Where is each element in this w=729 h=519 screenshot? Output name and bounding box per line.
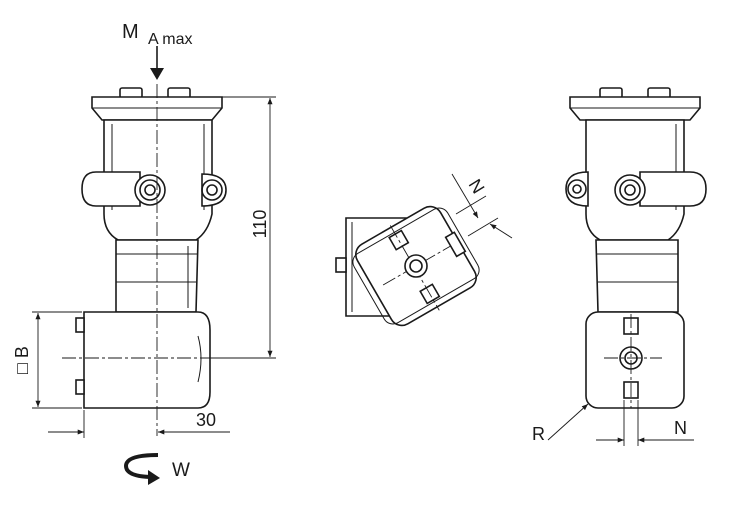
port-bore	[144, 184, 156, 196]
rotation-arrow-icon	[123, 453, 159, 479]
dim-n-label-rotated: N	[465, 176, 489, 198]
dim-b-label: □ B	[12, 346, 32, 374]
rotation-arrow-head	[148, 470, 160, 485]
side-port-left	[81, 171, 141, 207]
port-hex-inner	[619, 179, 641, 201]
rotated-block-outline	[352, 207, 480, 325]
centerline	[382, 245, 451, 286]
center-bore	[404, 254, 428, 278]
port-hex-inner	[201, 179, 223, 201]
port-bore	[572, 184, 582, 194]
side-port-right	[639, 171, 707, 207]
dim-line-n	[489, 223, 513, 239]
moment-label: M	[122, 21, 139, 43]
side-port-left	[565, 171, 589, 207]
dim-n-label: N	[674, 418, 687, 438]
square-block	[83, 311, 211, 409]
radius-leader	[547, 403, 589, 441]
port-bore	[624, 184, 636, 196]
right-view: N R	[532, 87, 707, 446]
side-port-right	[201, 173, 227, 207]
block-tab	[75, 317, 85, 333]
block-tab	[75, 379, 85, 395]
radius-label: R	[532, 424, 545, 444]
valve-neck	[595, 239, 679, 313]
dim-30-label: 30	[196, 410, 216, 430]
dim-110-label: 110	[250, 210, 270, 239]
center-bore-inner	[409, 259, 423, 273]
ext-line	[467, 217, 499, 237]
port-hex-inner	[139, 179, 161, 201]
left-view: 110 □ B 30	[12, 46, 276, 485]
moment-arrow-head	[150, 68, 164, 80]
block-tab	[444, 231, 467, 258]
rotation-label: W	[172, 460, 190, 481]
port-hex-inner	[567, 179, 587, 199]
middle-view: N	[335, 173, 513, 327]
moment-subscript: A max	[148, 31, 192, 48]
port-bore	[206, 184, 218, 196]
block-curve	[197, 335, 202, 383]
rear-tab	[335, 257, 347, 273]
ext-line	[455, 195, 487, 215]
dim-line-n	[451, 173, 479, 219]
